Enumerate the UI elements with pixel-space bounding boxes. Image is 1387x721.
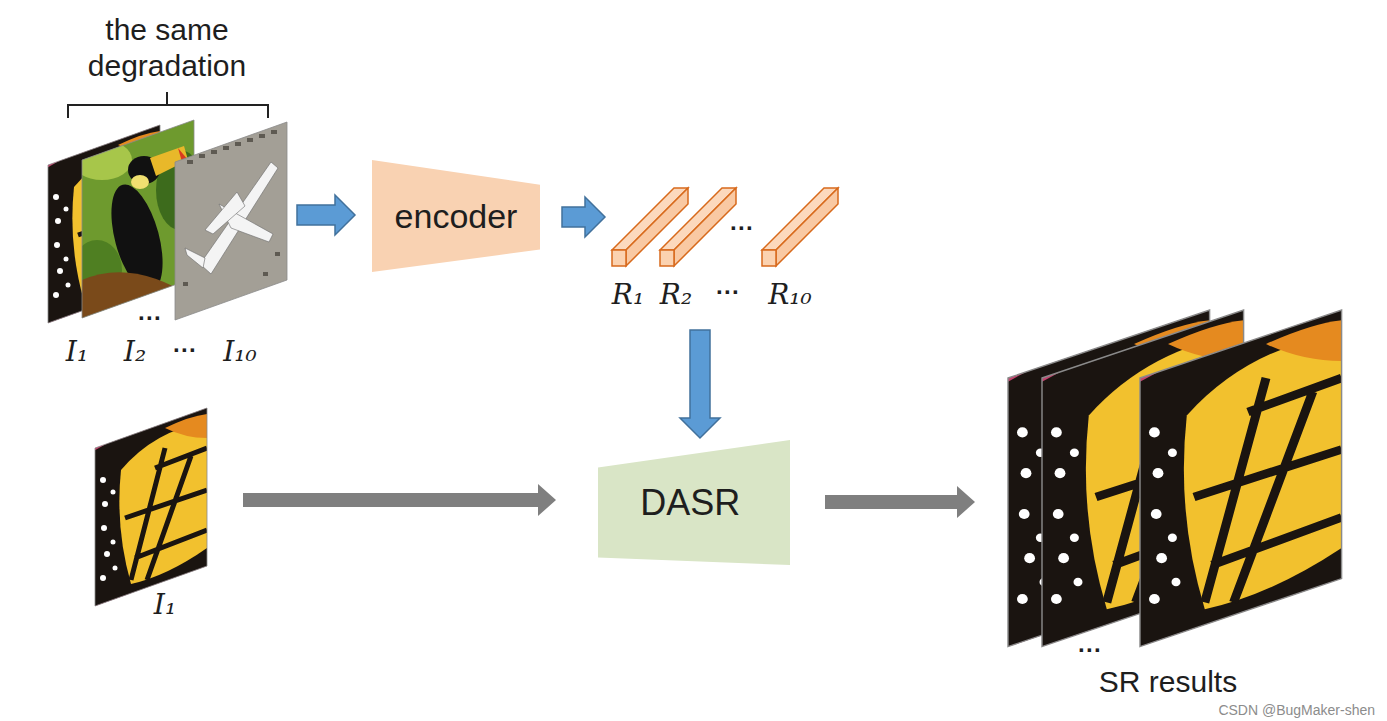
watermark: CSDN @BugMaker-shen xyxy=(1218,702,1375,718)
stack-heading: the same degradation xyxy=(62,12,272,84)
blue-arrow xyxy=(562,197,605,237)
trapezoid-shape xyxy=(598,440,790,565)
ellipsis: ··· xyxy=(716,278,740,307)
sr-result-images xyxy=(986,302,1356,661)
ellipsis: ··· xyxy=(138,304,162,333)
image-label: I₁₀ xyxy=(223,335,257,369)
blue-arrow xyxy=(297,195,355,235)
degraded-images xyxy=(36,120,287,331)
image-label: I₂ xyxy=(124,335,146,369)
ellipsis: ··· xyxy=(1078,636,1102,665)
image-stack: the same degradation···I₁I₂···I₁₀ xyxy=(40,5,295,375)
trapezoid-shape xyxy=(372,160,540,272)
input-image xyxy=(83,403,215,614)
representation-label: R₁ xyxy=(612,278,644,312)
gray-arrow xyxy=(243,484,556,516)
ellipsis: ··· xyxy=(173,336,197,365)
blue-arrow xyxy=(680,330,720,438)
bracket xyxy=(68,92,268,118)
representation-bars xyxy=(612,188,838,266)
dasr-label: DASR xyxy=(640,481,740,524)
encoder-block: encoder xyxy=(372,160,540,272)
dasr-block: DASR xyxy=(598,440,790,565)
results-label: SR results xyxy=(1099,664,1237,700)
ellipsis: ··· xyxy=(730,214,754,243)
encoder-label: encoder xyxy=(395,196,518,237)
representation-label: R₂ xyxy=(660,278,692,312)
sr-results-node: ···SR results xyxy=(1000,300,1345,700)
input-image-node: I₁ xyxy=(90,400,220,625)
image-label: I₁ xyxy=(66,335,88,369)
representation-label: R₁₀ xyxy=(768,278,812,312)
image-label: I₁ xyxy=(154,588,176,622)
gray-arrow xyxy=(825,486,975,518)
representation-group: ··· R₁ R₂ ··· R₁₀ xyxy=(605,175,845,315)
